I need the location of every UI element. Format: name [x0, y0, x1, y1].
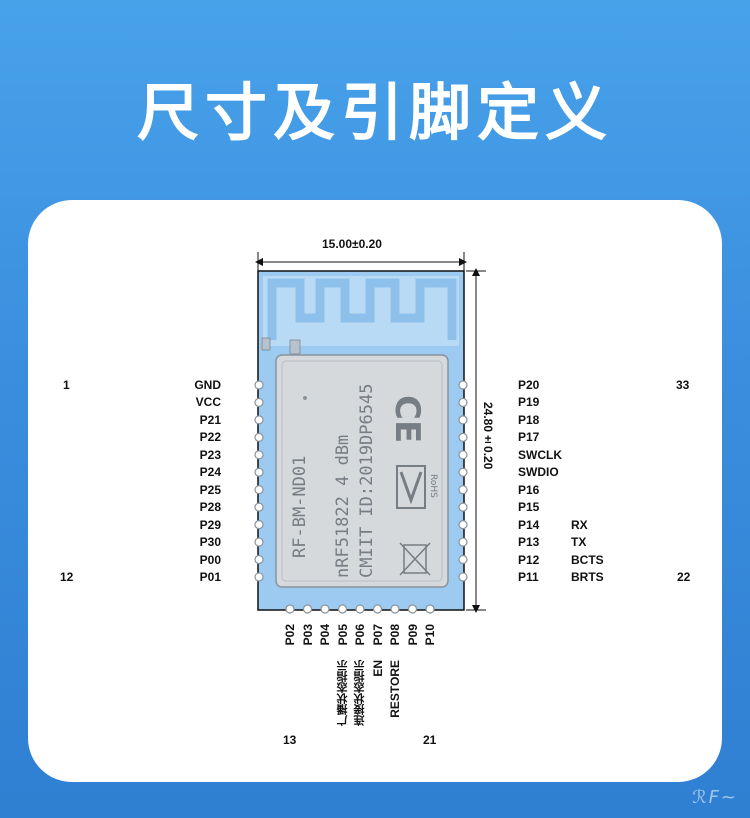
left-pin-label-vcc: VCC: [195, 395, 221, 410]
left-pad-p01: [254, 572, 264, 582]
bottom-pin-label-p06: P06: [353, 624, 367, 646]
right-pad-p19: [458, 397, 468, 408]
pin-number-33: 33: [676, 378, 690, 392]
right-pin-label-p13: P13: [518, 535, 540, 550]
pin-number-12: 12: [60, 570, 74, 584]
right-pin-label-p17: P17: [518, 430, 540, 445]
right-pad-p15: [458, 502, 468, 512]
bottom-pin-function-7: RESTORE: [388, 660, 402, 718]
right-pad-p11: [458, 572, 468, 582]
left-pad-p21: [254, 415, 264, 425]
bottom-pin-label-p08: P08: [388, 624, 402, 646]
bottom-pin-label-p07: P07: [370, 624, 385, 646]
pin-number-21: 21: [423, 733, 437, 747]
bottom-pin-label-p04: P04: [318, 624, 332, 646]
right-pin-label-p11: P11: [518, 569, 539, 584]
pin-number-1: 1: [63, 378, 70, 392]
left-pin-label-p01: P01: [199, 569, 221, 584]
bottom-pad-p05: [337, 604, 348, 614]
right-pin-label-swdio: SWDIO: [518, 465, 559, 480]
left-pad-p30: [254, 537, 264, 547]
bottom-pin-function-4: 广播状态指示: [335, 660, 349, 726]
right-pad-p16: [458, 485, 468, 495]
right-pad-p17: [458, 432, 468, 442]
right-pin-function-bcts: BCTS: [571, 552, 604, 567]
bottom-pad-p03: [302, 604, 313, 614]
page-title: 尺寸及引脚定义: [136, 76, 613, 149]
left-pin-label-p28: P28: [199, 500, 221, 515]
right-pin-label-p12: P12: [518, 552, 540, 567]
right-pad-p20: [458, 380, 468, 390]
svg-text:RoHS: RoHS: [428, 474, 438, 498]
bottom-pin-label-p02: P02: [283, 624, 297, 646]
bottom-pad-p07: [372, 604, 383, 614]
right-pin-label-p19: P19: [518, 395, 540, 410]
right-pin-label-p20: P20: [518, 378, 540, 392]
right-pad-p14: [458, 519, 468, 530]
module-model-text: RF-BM-ND01: [290, 456, 310, 558]
bottom-pin-label-p10: P10: [423, 624, 437, 646]
left-pad-p29: [254, 519, 264, 530]
width-dimension-label: 15.00±0.20: [322, 237, 382, 251]
pin-number-13: 13: [283, 733, 297, 747]
height-dimension-label: 24.80±0.20: [481, 402, 495, 470]
left-pad-p28: [254, 502, 264, 512]
right-pin-label-p15: P15: [518, 500, 540, 515]
left-pin-label-p23: P23: [199, 447, 221, 462]
left-pin-label-p29: P29: [199, 517, 221, 532]
right-pin-label-p18: P18: [518, 412, 540, 427]
right-pad-p12: [458, 554, 468, 565]
bottom-pin-label-p03: P03: [300, 624, 315, 646]
left-pad-gnd: [254, 380, 264, 390]
rohs-icon: RoHS: [396, 465, 438, 509]
left-pad-p23: [254, 450, 264, 460]
weee-bin-icon: [399, 542, 431, 576]
left-pin-label-p22: P22: [199, 430, 221, 445]
antenna-trace: [267, 278, 457, 340]
right-pin-function-rx: RX: [571, 517, 588, 532]
left-pin-label-p21: P21: [199, 412, 221, 427]
shield-can: [275, 354, 449, 588]
left-pin-label-gnd: GND: [194, 378, 221, 392]
bottom-pad-p10: [425, 604, 435, 614]
ce-mark-text: CE: [387, 395, 427, 443]
bottom-pad-p02: [285, 604, 295, 614]
right-pad-swclk: [458, 450, 468, 460]
bottom-pad-p04: [320, 604, 330, 614]
right-pin-function-tx: TX: [571, 535, 587, 550]
bottom-pin-function-5: 连接状态指示: [353, 660, 366, 726]
bottom-pin-label-p05: P05: [335, 624, 350, 646]
left-pad-p00: [254, 554, 264, 565]
left-pad-p22: [254, 432, 264, 442]
left-pin-label-p24: P24: [199, 465, 221, 480]
right-pin-label-swclk: SWCLK: [518, 447, 562, 462]
left-pin-label-p00: P00: [199, 552, 221, 567]
pin-number-22: 22: [677, 570, 691, 584]
right-pin-function-brts: BRTS: [571, 569, 604, 584]
right-pin-label-p16: P16: [518, 482, 540, 497]
right-pad-p18: [458, 415, 468, 425]
left-pad-p24: [254, 467, 264, 477]
bottom-pin-function-6: EN: [370, 660, 385, 677]
bottom-pad-p08: [390, 604, 400, 614]
left-pads: [254, 380, 264, 582]
right-pad-swdio: [458, 467, 468, 477]
left-pin-label-p30: P30: [199, 535, 221, 550]
bottom-pin-label-p09: P09: [405, 624, 420, 646]
module-cmiit-text: CMIIT ID:2019DP6545: [357, 384, 377, 578]
right-pads: [458, 380, 468, 582]
bottom-pads: [285, 604, 435, 614]
right-pin-label-p14: P14: [518, 517, 540, 532]
left-pad-vcc: [254, 397, 264, 408]
bottom-pad-p06: [355, 604, 365, 614]
right-pad-p13: [458, 537, 468, 547]
watermark-logo: ℛF~: [692, 787, 738, 808]
left-pad-p25: [254, 485, 264, 495]
ce-icon: CE: [387, 395, 427, 443]
bottom-pad-p09: [407, 604, 418, 614]
left-pin-label-p25: P25: [199, 482, 221, 497]
module-chip-text: nRF51822 4 dBm: [333, 435, 353, 578]
